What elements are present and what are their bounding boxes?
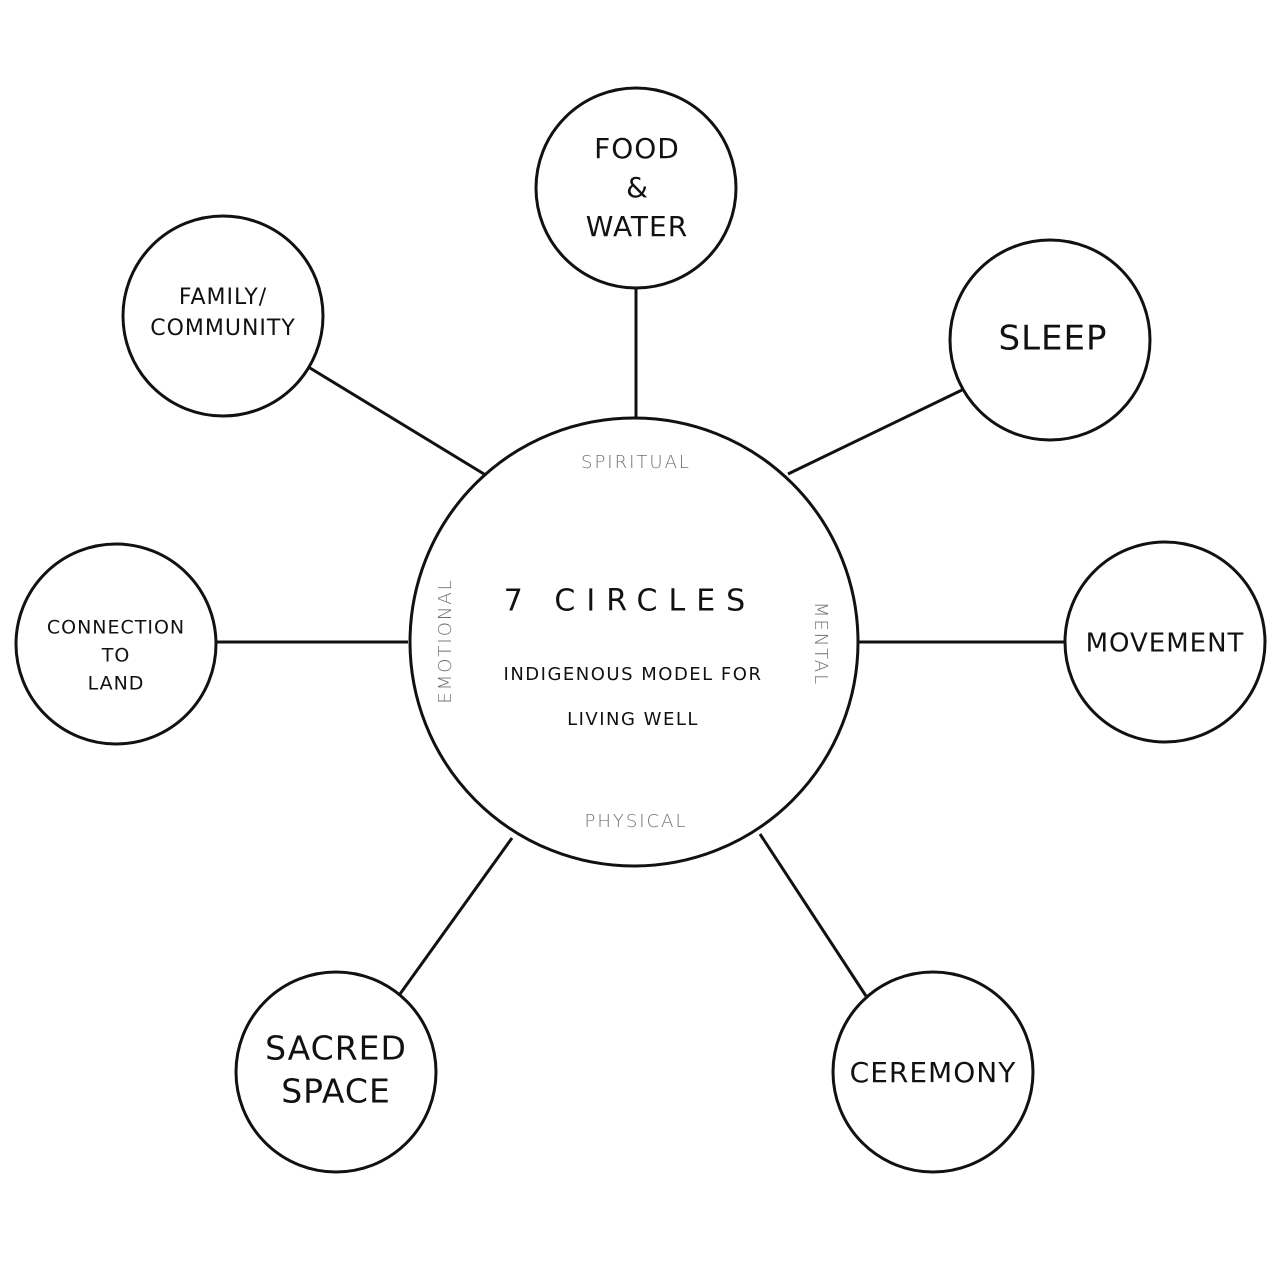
- node-food-water: FOOD & WATER: [534, 86, 738, 290]
- node-movement-circle: [1063, 540, 1267, 744]
- node-ceremony-line1: CEREMONY: [850, 1056, 1017, 1089]
- center-title: 7 CIRCLES: [504, 584, 756, 619]
- connector-ceremony: [758, 833, 868, 997]
- connectors: [216, 288, 1064, 997]
- center-subtitle-line2: LIVING WELL: [567, 709, 699, 730]
- node-movement-line1: MOVEMENT: [1086, 629, 1245, 659]
- node-food-water-line1: FOOD: [594, 132, 680, 165]
- node-family-community-circle: [121, 214, 325, 418]
- node-ceremony-circle: [831, 970, 1035, 1174]
- node-sleep-circle: [948, 238, 1152, 442]
- center-subtitle-line1: INDIGENOUS MODEL FOR: [504, 664, 763, 685]
- node-family-community: FAMILY/ COMMUNITY: [121, 214, 325, 418]
- connector-family-community: [309, 366, 485, 476]
- connector-sacred-space: [398, 837, 514, 995]
- node-food-water-line3: WATER: [586, 210, 688, 243]
- center-circle-shape: [408, 416, 860, 868]
- node-sleep: SLEEP: [948, 238, 1152, 442]
- node-movement: MOVEMENT: [1063, 540, 1267, 744]
- node-sacred-space: SACRED SPACE: [234, 970, 438, 1174]
- node-food-water-circle: [534, 86, 738, 290]
- quadrant-top-label: SPIRITUAL: [581, 452, 691, 473]
- node-connection-to-land-line3: LAND: [88, 673, 145, 695]
- node-connection-to-land: CONNECTION TO LAND: [14, 542, 218, 746]
- node-sacred-space-line1: SACRED: [265, 1029, 407, 1068]
- center-circle: SPIRITUAL PHYSICAL MENTAL EMOTIONAL 7 CI…: [408, 416, 860, 868]
- node-connection-to-land-line1: CONNECTION: [47, 617, 185, 639]
- node-family-community-line1: FAMILY/: [179, 285, 267, 310]
- quadrant-left-label: EMOTIONAL: [435, 578, 456, 703]
- node-family-community-line2: COMMUNITY: [150, 316, 296, 341]
- quadrant-bottom-label: PHYSICAL: [584, 811, 687, 832]
- connector-sleep: [787, 388, 963, 476]
- node-connection-to-land-circle: [14, 542, 218, 746]
- node-connection-to-land-line2: TO: [101, 645, 131, 667]
- node-ceremony: CEREMONY: [831, 970, 1035, 1174]
- node-sleep-line1: SLEEP: [999, 319, 1108, 359]
- quadrant-right-label: MENTAL: [810, 602, 831, 686]
- node-sacred-space-line2: SPACE: [281, 1072, 391, 1111]
- node-food-water-line2: &: [626, 171, 648, 204]
- node-sacred-space-circle: [234, 970, 438, 1174]
